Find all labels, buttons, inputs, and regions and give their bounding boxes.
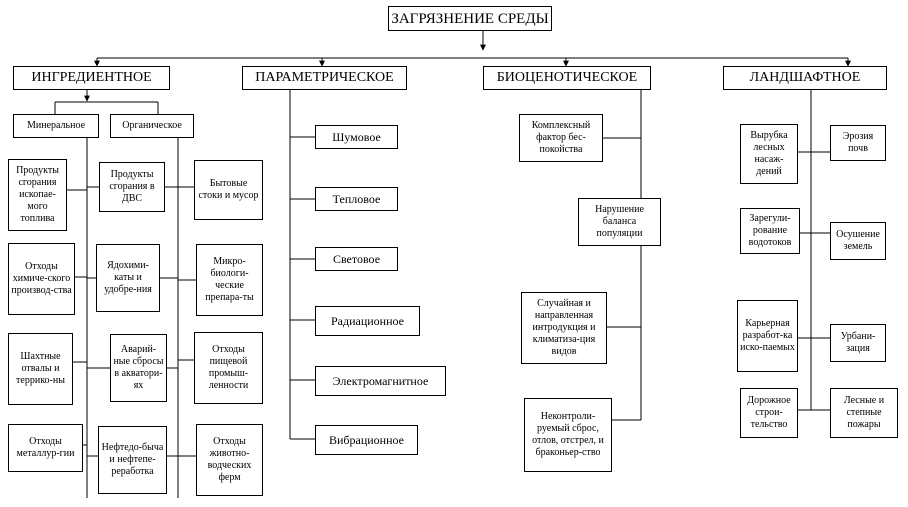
mixed-item: Ядохими-каты и удобре-ния [96, 244, 160, 312]
parametric-item: Световое [315, 247, 398, 271]
landscape-item: Осушение земель [830, 222, 886, 260]
biocenotic-item: Неконтроли-руемый сброс, отлов, отстрел,… [524, 398, 612, 472]
category-landscape: ЛАНДШАФТНОЕ [723, 66, 887, 90]
biocenotic-item: Комплексный фактор бес-покойства [519, 114, 603, 162]
parametric-item: Радиационное [315, 306, 420, 336]
subcategory-organic: Органическое [110, 114, 194, 138]
parametric-item: Шумовое [315, 125, 398, 149]
landscape-item: Зарегули-рование водотоков [740, 208, 800, 254]
landscape-item: Урбани-зация [830, 324, 886, 362]
mineral-item: Продукты сгорания ископае-мого топлива [8, 159, 67, 231]
category-parametric: ПАРАМЕТРИЧЕСКОЕ [242, 66, 407, 90]
mixed-item: Аварий-ные сбросы в акватори-ях [110, 334, 167, 402]
parametric-item: Электромагнитное [315, 366, 446, 396]
mixed-item: Продукты сгорания в ДВС [99, 162, 165, 212]
landscape-item: Карьерная разработ-ка иско-паемых [737, 300, 798, 372]
category-biocenotic: БИОЦЕНОТИЧЕСКОЕ [483, 66, 651, 90]
mineral-item: Отходы металлур-гии [8, 424, 83, 472]
landscape-item: Лесные и степные пожары [830, 388, 898, 438]
subcategory-mineral: Минеральное [13, 114, 99, 138]
mineral-item: Отходы химиче-ского производ-ства [8, 243, 75, 315]
landscape-item: Дорожное строи-тельство [740, 388, 798, 438]
organic-item: Бытовые стоки и мусор [194, 160, 263, 220]
root-node: ЗАГРЯЗНЕНИЕ СРЕДЫ [388, 6, 552, 31]
parametric-item: Вибрационное [315, 425, 418, 455]
biocenotic-item: Нарушение баланса популяции [578, 198, 661, 246]
biocenotic-item: Случайная и направленная интродукция и к… [521, 292, 607, 364]
mixed-item: Нефтедо-быча и нефтепе-реработка [98, 426, 167, 494]
organic-item: Отходы животно-водческих ферм [196, 424, 263, 496]
organic-item: Микро-биологи-ческие препара-ты [196, 244, 263, 316]
mineral-item: Шахтные отвалы и террико-ны [8, 333, 73, 405]
category-ingredient: ИНГРЕДИЕНТНОЕ [13, 66, 170, 90]
organic-item: Отходы пищевой промыш-ленности [194, 332, 263, 404]
parametric-item: Тепловое [315, 187, 398, 211]
landscape-item: Эрозия почв [830, 125, 886, 161]
landscape-item: Вырубка лесных насаж-дений [740, 124, 798, 184]
